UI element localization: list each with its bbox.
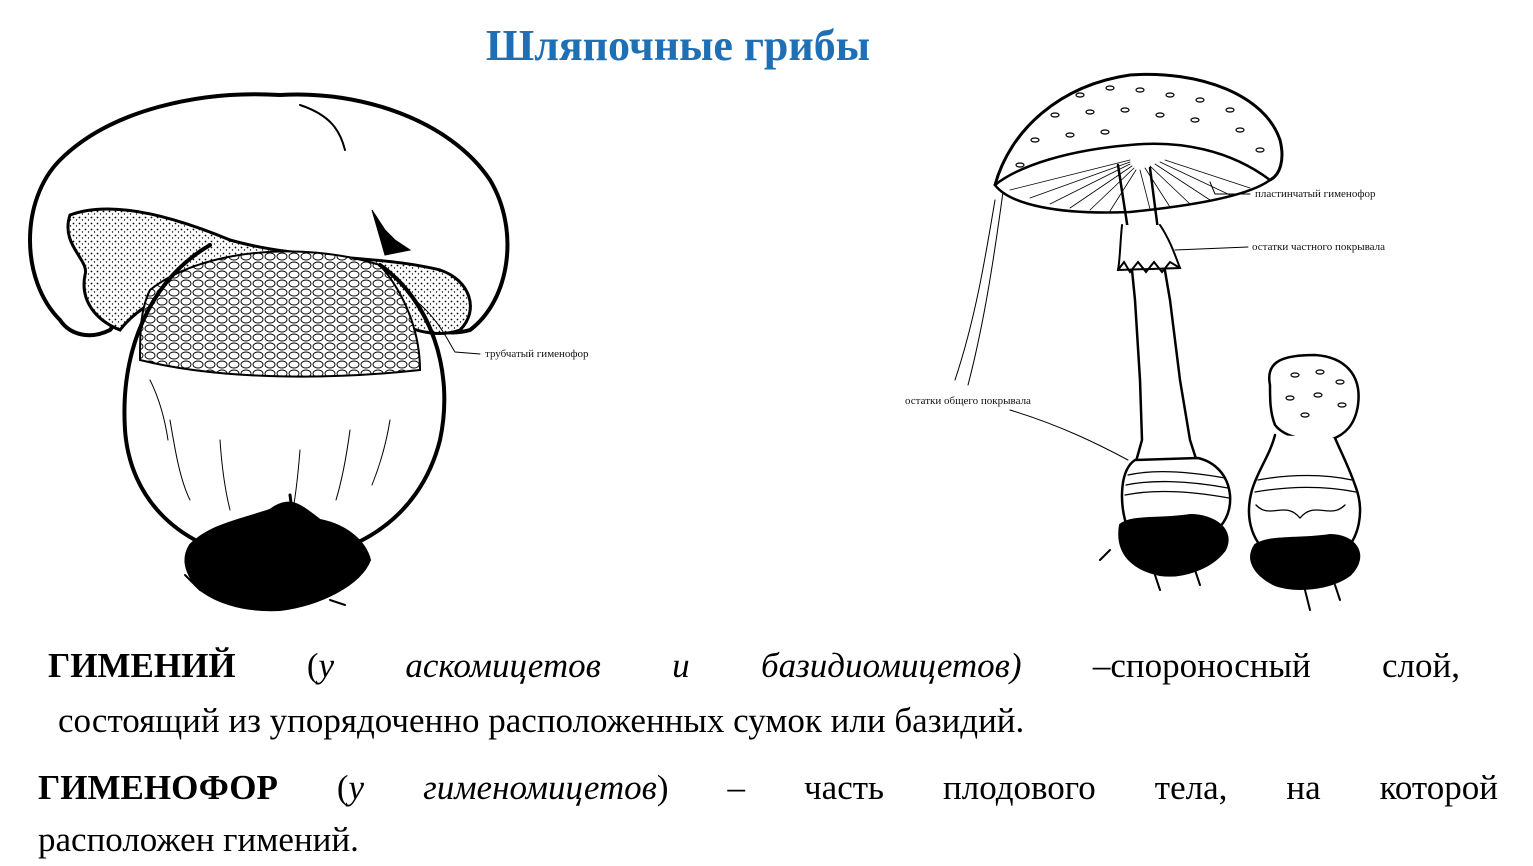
label-partial-veil: остатки частного покрывала [1252, 241, 1385, 253]
definition-hymenium-note: у аскомицетов и базидиомицетов) [318, 646, 1022, 685]
definition-hymenophore-line2: расположен гимений. [38, 820, 359, 859]
term-hymenium: ГИМЕНИЙ [48, 646, 236, 685]
definition-hymenophore-note: у гименомицетов [348, 768, 657, 807]
definition-hymenophore-line1: ГИМЕНОФОР (у гименомицетов) – часть плод… [38, 768, 1498, 807]
definition-hymenium-line2: состоящий из упорядоченно расположенных … [58, 701, 1025, 740]
amanita-drawing [954, 72, 1362, 611]
mushroom-illustrations: трубчатый гименофор [28, 72, 1385, 612]
label-lamellar-hymenophore: пластинчатый гименофор [1255, 188, 1376, 200]
term-hymenophore: ГИМЕНОФОР [38, 768, 278, 807]
label-tubular-hymenophore: трубчатый гименофор [485, 348, 589, 360]
definition-hymenium-line1: ГИМЕНИЙ (у аскомицетов и базидиомицетов)… [48, 646, 1460, 685]
label-universal-veil: остатки общего покрывала [905, 395, 1031, 407]
boletus-drawing [28, 92, 510, 612]
definition-hymenophore-text: ) – часть плодового тела, на которой [656, 768, 1498, 807]
page-title: Шляпочные грибы [485, 21, 871, 70]
definition-hymenium-text: –спороносный слой, [1092, 646, 1460, 685]
